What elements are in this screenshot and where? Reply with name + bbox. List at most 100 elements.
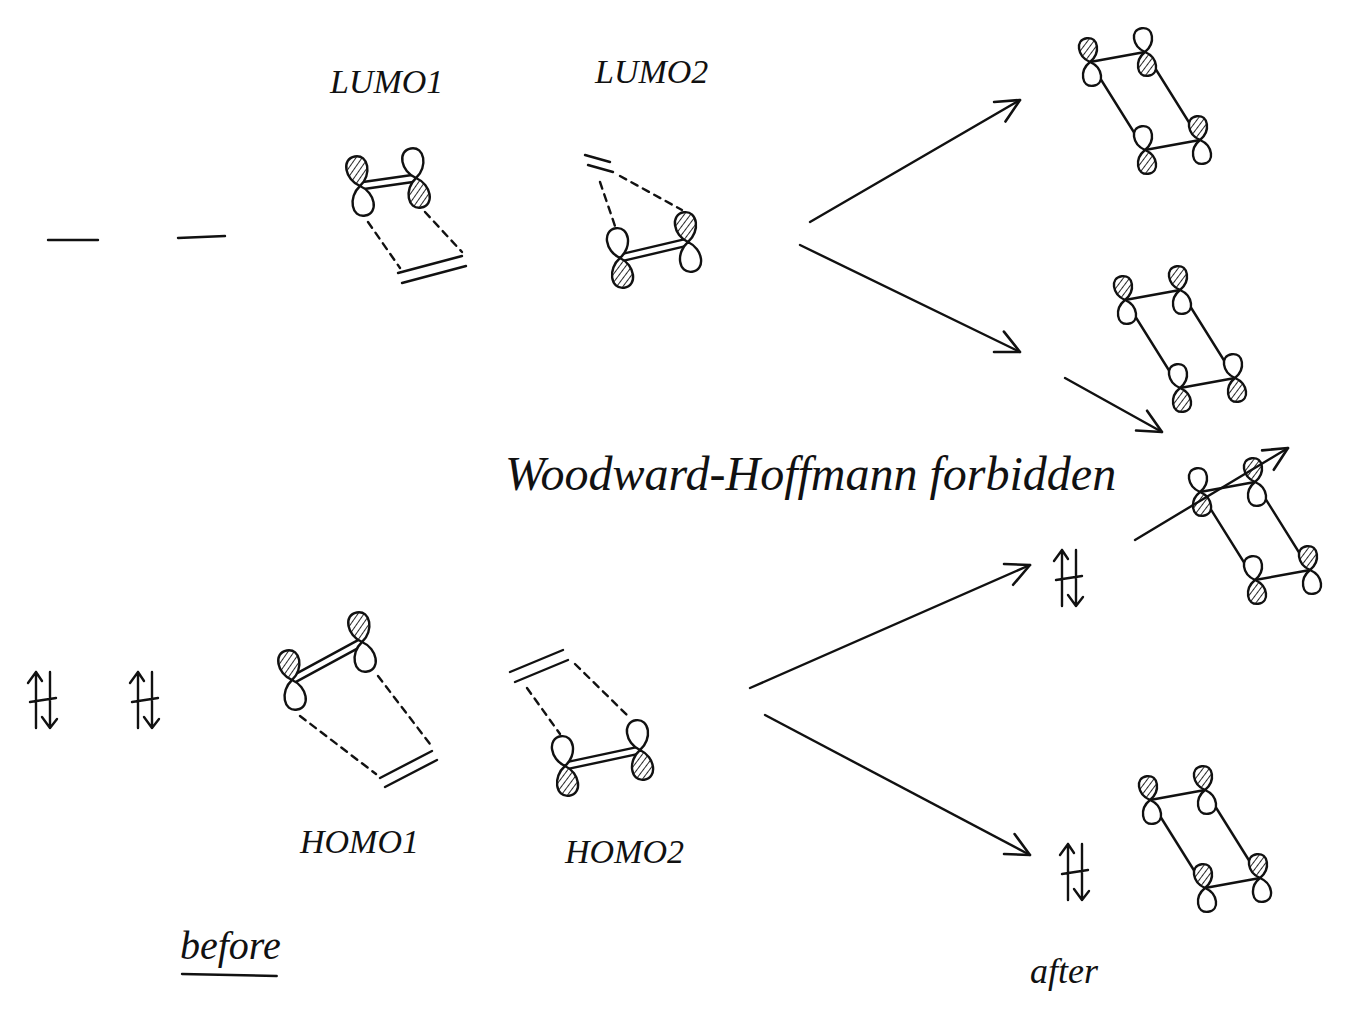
orbital-label: HOMO2 — [565, 832, 684, 873]
arrow-head — [994, 100, 1020, 122]
double-bond — [385, 760, 437, 787]
orbital-lobe — [1078, 37, 1099, 63]
ring-bond — [1145, 140, 1200, 150]
correlation-arrow — [1065, 378, 1162, 432]
p-orbital — [1223, 353, 1248, 403]
orbital-lobe — [1196, 887, 1217, 913]
p-orbital — [1133, 27, 1158, 77]
arrow-head — [1262, 448, 1288, 470]
orbital-lobe — [1116, 299, 1137, 325]
p-orbital — [1168, 265, 1193, 315]
correlation-arrow — [800, 245, 1020, 352]
ring-bond — [1090, 52, 1145, 62]
ring-bond — [1180, 378, 1235, 388]
arrow-head — [1004, 834, 1030, 855]
p-orbital — [1188, 467, 1213, 517]
dashed-bond — [620, 176, 682, 210]
orbital-lobe — [282, 678, 308, 711]
note-text: Woodward-Hoffmann forbidden — [505, 445, 1116, 503]
orbital-lobe — [1193, 765, 1214, 791]
orbital-label: LUMO1 — [330, 62, 443, 103]
p-orbital — [1078, 37, 1103, 87]
p-orbital — [346, 611, 377, 674]
dashed-bond — [378, 676, 430, 744]
orbital-lobe — [1188, 115, 1209, 141]
sigma-bond — [360, 175, 416, 183]
p-orbital — [1193, 765, 1218, 815]
p-orbital — [1193, 863, 1218, 913]
orbital-lobe — [678, 241, 703, 274]
orbital-lobe — [630, 749, 655, 782]
p-orbital — [1113, 275, 1138, 325]
sigma-bond — [294, 645, 364, 683]
sigma-bond — [564, 747, 639, 763]
ring-bond — [1150, 790, 1205, 800]
orbital-lobe — [1168, 265, 1189, 291]
dashed-bond — [575, 664, 628, 716]
orbital-label: LUMO2 — [595, 52, 708, 93]
orbital-lobe — [1196, 789, 1217, 815]
orbital-lobe — [400, 147, 426, 180]
dashed-bond — [300, 716, 376, 774]
p-orbital — [1243, 555, 1268, 605]
double-bond — [515, 660, 568, 682]
ring-bond — [1255, 570, 1310, 580]
orbital-lobe — [1248, 853, 1269, 879]
orbital-lobe — [1188, 467, 1209, 493]
orbital-lobe — [276, 649, 302, 682]
dashed-bond — [368, 222, 400, 268]
orbital-lobe — [1226, 377, 1247, 403]
orbital-lobe — [350, 184, 376, 217]
electron-pair — [1054, 550, 1083, 606]
orbital-lobe — [1081, 61, 1102, 87]
double-bond — [402, 266, 466, 283]
p-orbital — [673, 211, 702, 273]
orbital-lobe — [610, 257, 635, 290]
sigma-bond — [290, 639, 360, 677]
sigma-bond — [619, 239, 687, 255]
double-bond — [380, 751, 432, 778]
sigma-bond — [360, 181, 416, 189]
orbital-lobe — [1113, 275, 1134, 301]
p-orbital — [1188, 115, 1213, 165]
dashed-bond — [425, 212, 462, 252]
p-orbital — [1133, 125, 1158, 175]
arrow-head — [1004, 564, 1030, 585]
correlation-arrow — [765, 715, 1030, 855]
orbital-lobe — [1246, 481, 1267, 507]
orbital-lobe — [1223, 353, 1244, 379]
double-bond — [510, 650, 563, 672]
orbital-lobe — [1193, 863, 1214, 889]
dashed-bond — [600, 182, 615, 226]
correlation-arrow — [1135, 448, 1288, 540]
orbital-lobe — [1251, 877, 1272, 903]
orbital-lobe — [1136, 51, 1157, 77]
electron-pair — [130, 672, 159, 728]
arrow-head — [1136, 411, 1162, 432]
orbital-lobe — [1171, 387, 1192, 413]
orbital-lobe — [1141, 799, 1162, 825]
ring-bond — [1125, 290, 1180, 300]
panel-label: after — [1030, 950, 1098, 993]
panel-label: before — [180, 922, 281, 970]
correlation-arrow — [810, 100, 1020, 222]
orbital-lobe — [1243, 555, 1264, 581]
orbital-lobe — [1136, 149, 1157, 175]
ring-bond — [1205, 878, 1260, 888]
orbital-lobe — [555, 765, 580, 798]
orbital-lobe — [344, 155, 370, 188]
p-orbital — [1248, 853, 1273, 903]
p-orbital — [344, 155, 375, 218]
orbital-lobe — [1133, 125, 1154, 151]
p-orbital — [1168, 363, 1193, 413]
orbital-lobe — [1298, 545, 1319, 571]
p-orbital — [1298, 545, 1323, 595]
p-orbital — [400, 147, 431, 210]
orbital-lobe — [1191, 139, 1212, 165]
orbital-lobe — [346, 611, 372, 644]
dashed-bond — [527, 688, 560, 734]
electron-pair — [1060, 844, 1089, 900]
orbital-lobe — [1171, 289, 1192, 315]
orbital-lobe — [1138, 775, 1159, 801]
sigma-bond — [621, 245, 689, 261]
